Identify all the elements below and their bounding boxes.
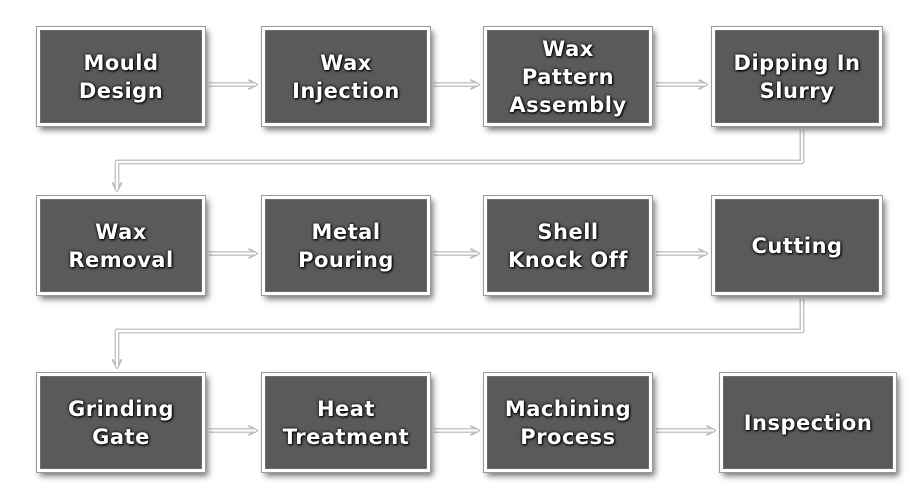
step-label: Grinding Gate (68, 396, 174, 449)
step-label: Machining Process (504, 396, 632, 449)
step-wax-injection: Wax Injection (261, 26, 431, 127)
step-heat-treatment: Heat Treatment (261, 372, 431, 473)
arrow-wrap-connector (117, 130, 805, 190)
step-label: Shell Knock Off (508, 219, 628, 272)
step-label: Wax Pattern Assembly (509, 36, 627, 117)
arrow-wrap-connector-highlight (116, 299, 803, 367)
step-inspection: Inspection (719, 372, 897, 473)
step-label: Heat Treatment (282, 396, 410, 449)
step-cutting: Cutting (711, 195, 883, 296)
step-label: Wax Injection (292, 50, 400, 103)
step-wax-pattern-assembly: Wax Pattern Assembly (483, 26, 653, 127)
step-dipping-in-slurry: Dipping In Slurry (711, 26, 883, 127)
arrow-wrap-connector-highlight (116, 130, 803, 190)
step-label: Dipping In Slurry (733, 50, 861, 103)
step-label: Inspection (743, 410, 873, 435)
step-shell-knock-off: Shell Knock Off (483, 195, 653, 296)
step-label: Cutting (751, 233, 843, 258)
step-metal-pouring: Metal Pouring (261, 195, 431, 296)
step-grinding-gate: Grinding Gate (36, 372, 206, 473)
step-mould-design: Mould Design (36, 26, 206, 127)
step-label: Mould Design (78, 50, 164, 103)
arrow-wrap-connector (117, 299, 805, 367)
step-wax-removal: Wax Removal (36, 195, 206, 296)
step-label: Metal Pouring (298, 219, 394, 272)
step-machining-process: Machining Process (483, 372, 653, 473)
step-label: Wax Removal (68, 219, 174, 272)
